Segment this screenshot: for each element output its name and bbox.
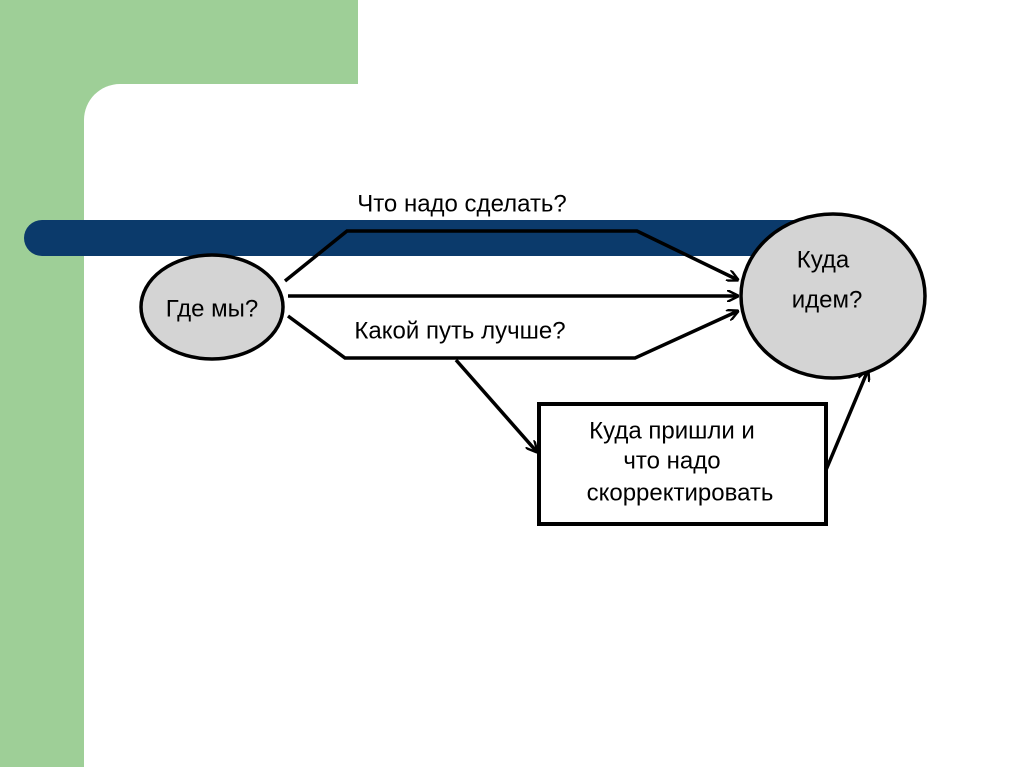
correction-box-line1: Куда пришли и (589, 417, 755, 444)
upper-path-arrow (283, 229, 738, 283)
correction-arrow (454, 358, 537, 452)
lower-path-arrow (286, 311, 738, 360)
end-node (739, 212, 927, 380)
end-node-label-line1: Куда (797, 246, 850, 273)
accent-bar (24, 220, 814, 256)
correction-box (537, 402, 828, 526)
correction-box-line2: что надо (623, 447, 720, 474)
start-node (139, 253, 285, 361)
correction-box-line3: скорректировать (587, 479, 774, 506)
upper-path-label: Что надо сделать? (357, 190, 567, 217)
end-node-label-line2: идем? (792, 286, 863, 313)
start-node-label: Где мы? (166, 295, 259, 322)
feedback-arrow (824, 370, 868, 471)
lower-path-label: Какой путь лучше? (354, 317, 565, 344)
